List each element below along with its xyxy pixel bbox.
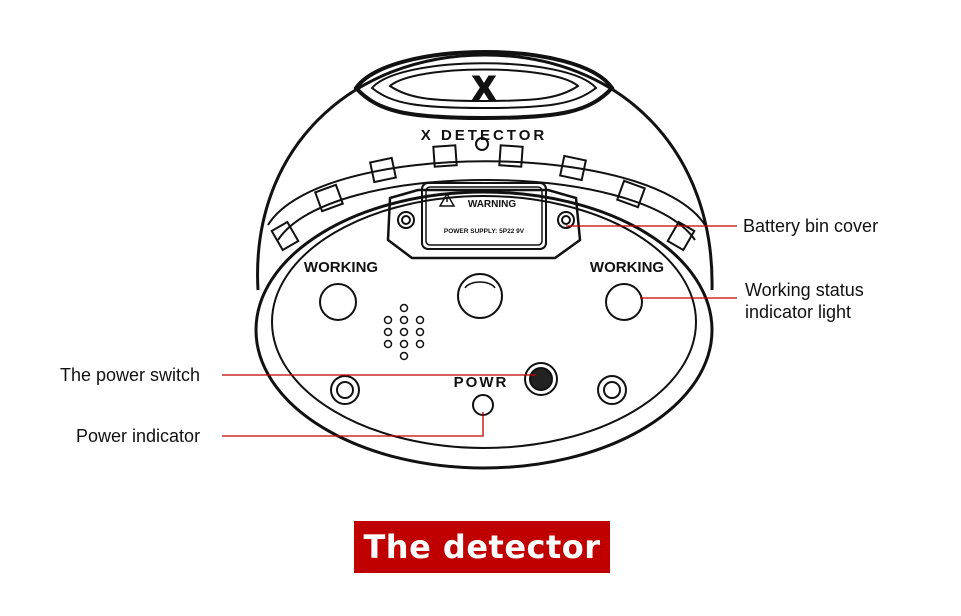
band-tabs — [270, 144, 696, 252]
battery-bin-cover — [386, 182, 582, 260]
leader-lines — [222, 225, 737, 437]
working-indicator-light-left — [319, 283, 357, 321]
device-base-ellipse — [254, 190, 714, 470]
diagram-title: The detector — [363, 528, 601, 566]
logo-emblem — [353, 50, 615, 121]
mount-hole-right — [597, 375, 627, 405]
power-label: POWR — [454, 374, 509, 391]
working-label-right: WORKING — [590, 259, 664, 276]
callout-battery-bin-cover: Battery bin cover — [743, 216, 878, 236]
top-band — [267, 160, 706, 226]
mount-hole-left — [330, 375, 360, 405]
power-switch — [524, 362, 558, 396]
callout-power-switch: The power switch — [60, 365, 200, 385]
cover-screw-right — [557, 211, 575, 229]
warning-title: WARNING — [468, 199, 517, 210]
device-inner-ellipse — [271, 195, 697, 449]
detector-device — [254, 50, 714, 470]
speaker-grille — [383, 303, 425, 361]
callout-power-indicator: Power indicator — [76, 426, 200, 446]
top-band-inner — [277, 179, 696, 241]
working-label-left: WORKING — [304, 259, 378, 276]
leader-power-indicator — [222, 412, 484, 437]
brand-text: X DETECTOR — [421, 127, 547, 144]
logo-letter: X — [473, 70, 496, 108]
cover-screw-left — [397, 211, 415, 229]
warning-text: POWER SUPPLY: 5P22 9V — [444, 228, 525, 235]
callout-working-status-line1: Working status — [745, 280, 864, 300]
warning-triangle-icon — [438, 192, 456, 207]
top-small-hole — [475, 137, 489, 151]
center-hole — [457, 273, 503, 319]
device-body-outline — [256, 53, 714, 291]
working-indicator-light-right — [605, 283, 643, 321]
callout-working-status-line2: indicator light — [745, 302, 851, 322]
title-banner: The detector — [354, 521, 610, 573]
